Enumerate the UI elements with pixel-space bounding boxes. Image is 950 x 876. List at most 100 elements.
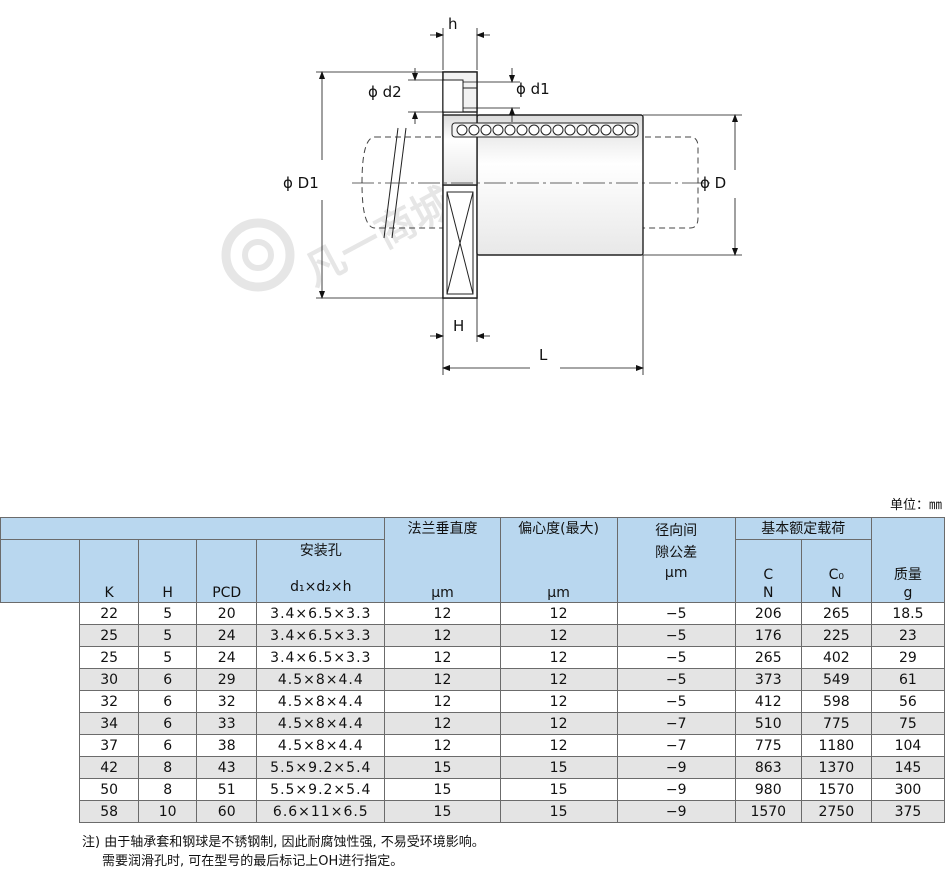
dim-D — [643, 114, 742, 256]
cell-C: 510 — [734, 712, 802, 735]
cell-ecc: 12 — [499, 624, 618, 647]
unit-label: 单位：㎜ — [889, 498, 942, 513]
header-H: H — [138, 539, 198, 603]
header-hole-formula: d₁×d₂×h — [290, 579, 352, 595]
cell-flange: 15 — [384, 778, 501, 801]
cell-flange: 12 — [384, 712, 501, 735]
cell-flange: 12 — [384, 624, 501, 647]
row-side-blank — [0, 734, 81, 757]
cell-PCD: 29 — [196, 668, 258, 691]
cell-hole: 3.4×6.5×3.3 — [256, 646, 386, 669]
row-side-blank — [0, 602, 81, 625]
cell-C: 863 — [734, 756, 802, 779]
row-side-blank — [0, 646, 81, 669]
header-mass: 质量 — [893, 567, 922, 583]
cell-ecc: 12 — [499, 712, 618, 735]
cell-H: 6 — [138, 734, 198, 757]
cell-H: 8 — [138, 778, 198, 801]
header-radial-clearance: 径向间隙公差 — [655, 523, 698, 561]
header-unit-um-3: μm — [664, 565, 688, 581]
cell-K: 30 — [79, 668, 140, 691]
row-side-blank — [0, 756, 81, 779]
cell-C0: 225 — [800, 624, 872, 647]
cell-C0: 265 — [800, 602, 872, 625]
cell-PCD: 32 — [196, 690, 258, 713]
cell-C: 775 — [734, 734, 802, 757]
cell-ecc: 12 — [499, 734, 618, 757]
cell-K: 22 — [79, 602, 140, 625]
cell-clear: −5 — [616, 624, 736, 647]
cell-clear: −9 — [616, 756, 736, 779]
dim-d1 — [463, 68, 520, 122]
dim-H — [430, 298, 490, 375]
cell-C: 176 — [734, 624, 802, 647]
dim-label-d1: ϕ d1 — [516, 80, 550, 98]
cell-clear: −5 — [616, 668, 736, 691]
row-side-blank — [0, 778, 81, 801]
header-unit-N-2: N — [831, 585, 842, 601]
cell-flange: 15 — [384, 800, 501, 823]
cell-C: 412 — [734, 690, 802, 713]
cell-PCD: 24 — [196, 624, 258, 647]
cell-mass: 23 — [870, 624, 946, 647]
header-C0: C₀ — [828, 567, 845, 583]
ball-row — [451, 122, 639, 138]
cell-hole: 5.5×9.2×5.4 — [256, 756, 386, 779]
cell-C0: 402 — [800, 646, 872, 669]
cell-PCD: 43 — [196, 756, 258, 779]
cell-ecc: 12 — [499, 646, 618, 669]
dim-d2 — [408, 68, 445, 124]
row-side-blank — [0, 624, 81, 647]
cell-clear: −9 — [616, 778, 736, 801]
cell-H: 5 — [138, 602, 198, 625]
cell-PCD: 51 — [196, 778, 258, 801]
header-C: C — [763, 567, 774, 583]
cell-H: 8 — [138, 756, 198, 779]
dim-label-d2: ϕ d2 — [368, 83, 402, 101]
header-PCD: PCD — [196, 539, 258, 603]
cell-mass: 29 — [870, 646, 946, 669]
header-unit-um-2: μm — [547, 585, 570, 601]
cell-C0: 598 — [800, 690, 872, 713]
cell-ecc: 15 — [499, 756, 618, 779]
watermark-text: 凡一商城 — [297, 179, 460, 295]
cell-hole: 3.4×6.5×3.3 — [256, 602, 386, 625]
cell-PCD: 33 — [196, 712, 258, 735]
cell-C0: 2750 — [800, 800, 872, 823]
cell-clear: −9 — [616, 800, 736, 823]
header-unit-um-1: μm — [431, 585, 454, 601]
cell-mass: 104 — [870, 734, 946, 757]
cell-H: 6 — [138, 668, 198, 691]
cell-hole: 5.5×9.2×5.4 — [256, 778, 386, 801]
cell-ecc: 12 — [499, 602, 618, 625]
cell-PCD: 20 — [196, 602, 258, 625]
cell-mass: 18.5 — [870, 602, 946, 625]
dim-label-D1: ϕ D1 — [283, 174, 319, 192]
cell-K: 58 — [79, 800, 140, 823]
cell-clear: −5 — [616, 646, 736, 669]
header-flange-perpendicularity: 法兰垂直度 — [407, 521, 478, 537]
cell-PCD: 38 — [196, 734, 258, 757]
header-basic-load: 基本额定载荷 — [734, 517, 872, 540]
cell-hole: 3.4×6.5×3.3 — [256, 624, 386, 647]
cell-K: 25 — [79, 624, 140, 647]
row-side-blank — [0, 690, 81, 713]
cell-K: 25 — [79, 646, 140, 669]
cell-hole: 4.5×8×4.4 — [256, 668, 386, 691]
cell-flange: 15 — [384, 756, 501, 779]
cell-C: 980 — [734, 778, 802, 801]
cell-C0: 1180 — [800, 734, 872, 757]
cell-mass: 56 — [870, 690, 946, 713]
cell-H: 10 — [138, 800, 198, 823]
cell-hole: 6.6×11×6.5 — [256, 800, 386, 823]
cell-C: 206 — [734, 602, 802, 625]
cell-C: 265 — [734, 646, 802, 669]
cell-ecc: 12 — [499, 668, 618, 691]
